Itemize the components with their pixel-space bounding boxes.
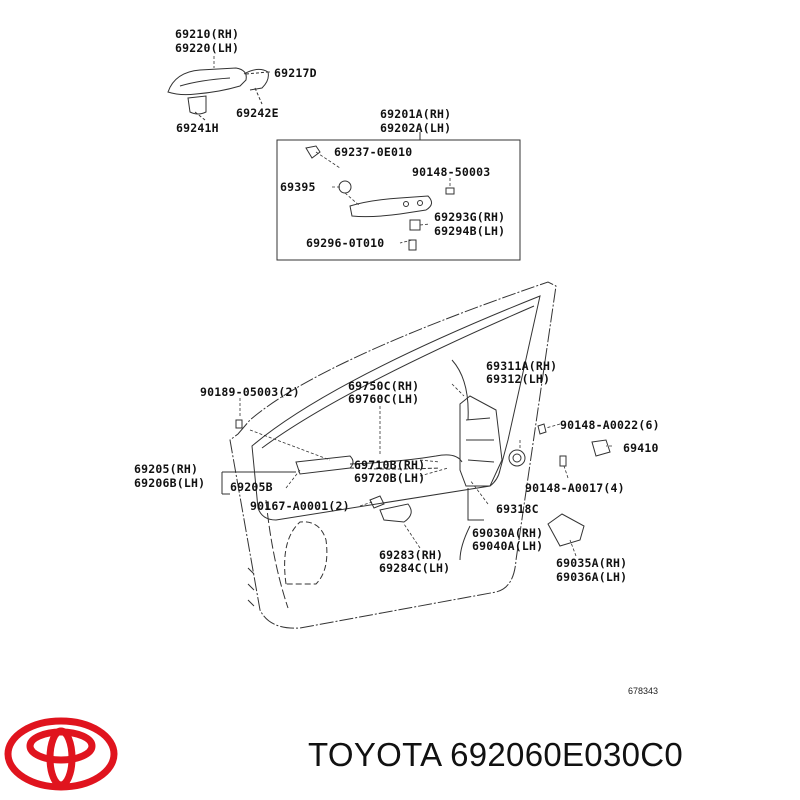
part-label-69284c: 69284C(LH) [379,561,451,575]
handle-pad-icon [187,95,207,115]
part-label-69720b: 69720B(LH) [354,471,426,485]
diagram-reference-number: 678343 [628,686,659,696]
part-label-69296: 69296-0T010 [306,236,385,250]
part-label-69242e: 69242E [236,106,279,120]
part-label-69220: 69220(LH) [175,41,240,55]
part-label-69040a: 69040A(LH) [472,539,544,553]
part-label-90148-a0017: 90148-A0017(4) [525,481,625,495]
toyota-logo-icon [4,717,118,791]
brand-part-number: TOYOTA 692060E030C0 [308,736,684,773]
part-label-69311a: 69311A(RH) [486,359,558,373]
part-label-69237: 69237-0E010 [334,145,413,159]
part-label-69294b: 69294B(LH) [434,224,506,238]
part-label-69202a: 69202A(LH) [380,121,452,135]
inner-frame-icon [305,145,455,251]
door-panel-icon [229,281,611,629]
part-label-69312: 69312(LH) [486,372,551,386]
part-label-69750c: 69750C(RH) [348,379,420,393]
part-label-69318c: 69318C [496,502,539,516]
part-label-69210: 69210(RH) [175,27,240,41]
frame-box [276,139,521,261]
part-label-90167: 90167-A0001(2) [250,499,350,513]
part-label-69036a: 69036A(LH) [556,570,628,584]
part-label-69283: 69283(RH) [379,548,444,562]
part-label-69217d: 69217D [274,66,317,80]
outside-handle-icon [167,67,247,96]
part-label-69395: 69395 [280,180,316,194]
part-label-69201a: 69201A(RH) [380,107,452,121]
part-label-69206b: 69206B(LH) [134,476,206,490]
part-label-90189: 90189-05003(2) [200,385,300,399]
part-label-90148-50003: 90148-50003 [412,165,491,179]
part-label-69205: 69205(RH) [134,462,199,476]
part-label-69410: 69410 [623,441,659,455]
part-label-69241h: 69241H [176,121,219,135]
part-label-69710b: 69710B(RH) [354,458,426,472]
part-label-69035a: 69035A(RH) [556,556,628,570]
part-label-69030a: 69030A(RH) [472,526,544,540]
part-label-69293g: 69293G(RH) [434,210,506,224]
part-label-69205b: 69205B [230,480,273,494]
part-label-90148-a0022: 90148-A0022(6) [560,418,660,432]
handle-cap-icon [243,68,269,91]
part-label-69760c: 69760C(LH) [348,392,420,406]
